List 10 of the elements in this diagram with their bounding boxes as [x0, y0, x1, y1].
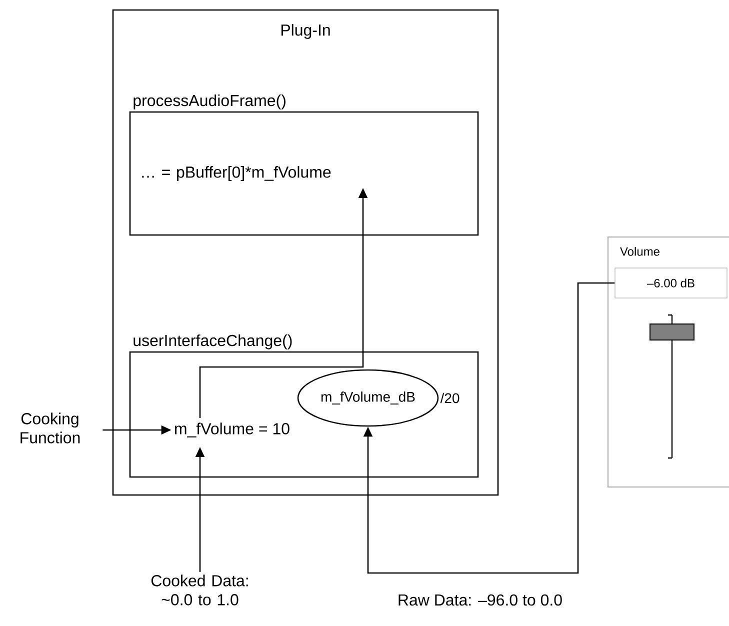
- value-field: –6.00 dB: [614, 268, 728, 298]
- node-label: /20: [440, 392, 460, 404]
- text-label: m_fVolume = 10: [175, 422, 290, 438]
- text-label: Cooked Data: ~0.0 to 1.0: [151, 574, 248, 606]
- node-label: processAudioFrame(): [134, 94, 286, 110]
- edge-label: Raw Data: –96.0 to 0.0: [395, 592, 565, 608]
- function-box: processAudioFrame() … = pBuffer[0]*m_fVolume: [129, 94, 479, 236]
- node-label: userInterfaceChange(): [134, 334, 292, 350]
- arrow: [363, 282, 615, 574]
- text-label: Cooking Function: [20, 412, 80, 444]
